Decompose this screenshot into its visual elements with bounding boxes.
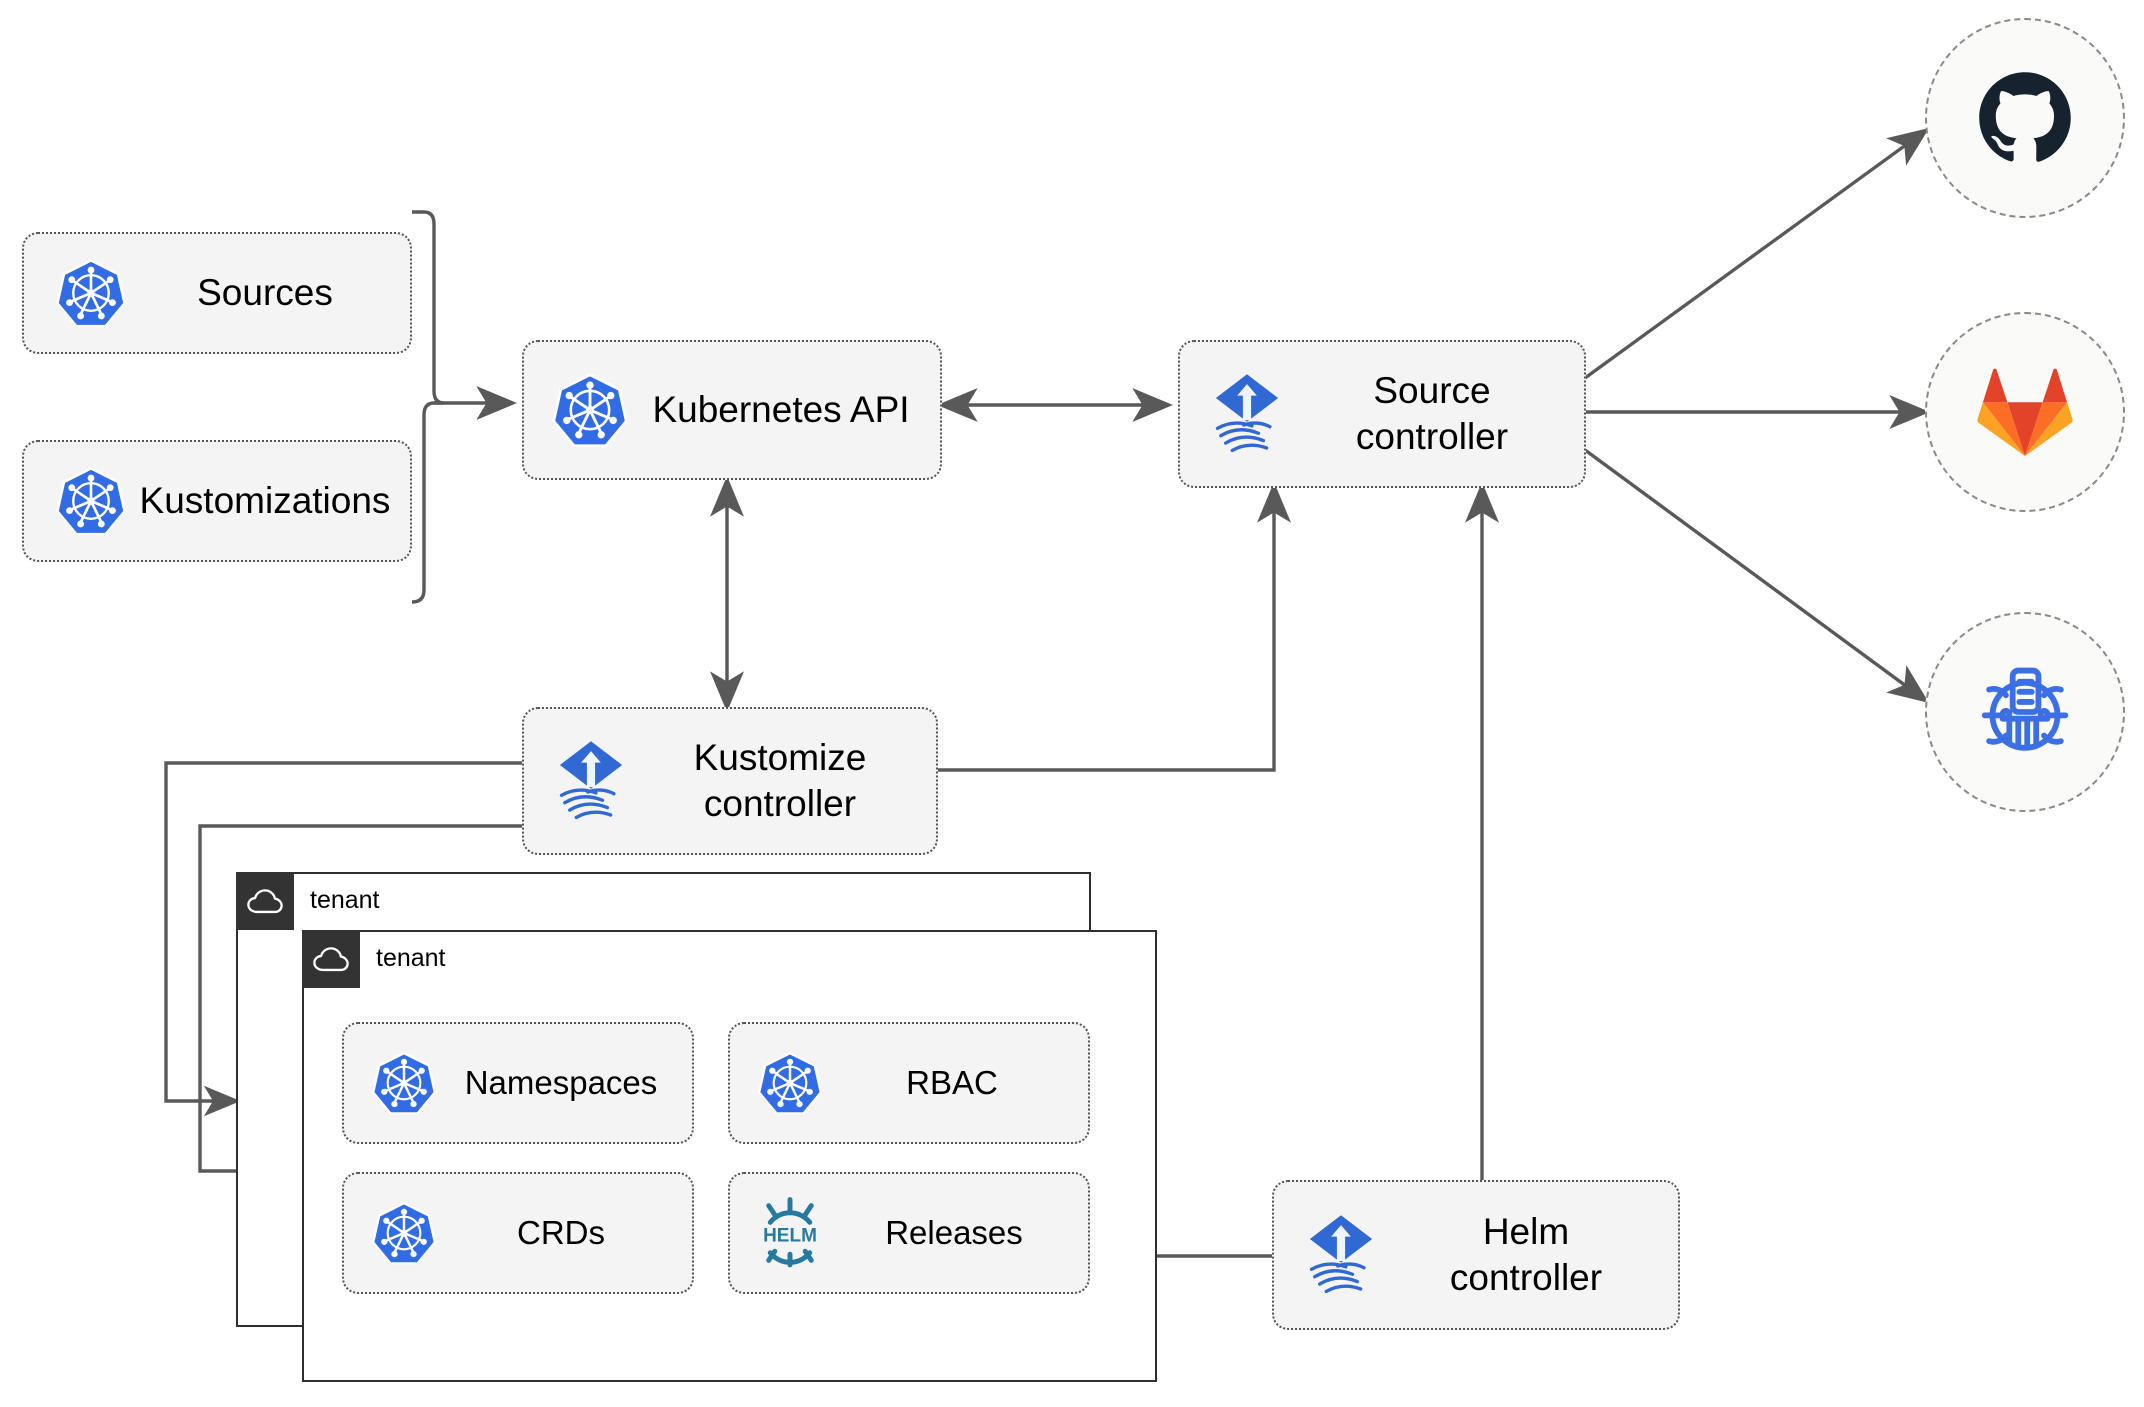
helm-wordmark: HELM bbox=[763, 1225, 817, 1246]
node-label: CRDs bbox=[517, 1214, 605, 1252]
node-label: Kubernetes API bbox=[652, 388, 910, 430]
external-source-github[interactable] bbox=[1925, 18, 2125, 218]
node-label: Namespaces bbox=[464, 1064, 658, 1102]
node-releases[interactable]: HELM Releases bbox=[728, 1172, 1090, 1294]
node-kustomizations[interactable]: Kustomizations bbox=[22, 440, 412, 562]
cloud-icon bbox=[301, 929, 360, 988]
node-helm-controller[interactable]: Helm controller bbox=[1272, 1180, 1680, 1330]
kubernetes-icon bbox=[370, 1049, 438, 1117]
flux-icon bbox=[550, 738, 632, 824]
external-source-gitlab[interactable] bbox=[1925, 312, 2125, 512]
gitlab-icon bbox=[1977, 368, 2073, 457]
cloud-icon bbox=[235, 871, 294, 930]
node-label: Kustomizations bbox=[139, 479, 391, 521]
kubernetes-icon bbox=[54, 256, 128, 330]
tenant-container-2: tenant bbox=[301, 929, 1157, 1382]
helm-icon: HELM bbox=[752, 1195, 828, 1271]
node-label: Source controller bbox=[1355, 369, 1509, 457]
kubernetes-icon bbox=[54, 464, 128, 538]
edge-sources-bracket bbox=[411, 210, 445, 604]
node-namespaces[interactable]: Namespaces bbox=[342, 1022, 694, 1144]
node-crds[interactable]: CRDs bbox=[342, 1172, 694, 1294]
node-rbac[interactable]: RBAC bbox=[728, 1022, 1090, 1144]
node-source-controller[interactable]: Source controller bbox=[1178, 340, 1586, 488]
helm-repository-icon bbox=[1981, 667, 2069, 751]
node-kubernetes-api[interactable]: Kubernetes API bbox=[522, 340, 942, 480]
edge-kustomize-to-source bbox=[938, 481, 1291, 772]
kubernetes-icon bbox=[756, 1049, 824, 1117]
tenant-label-1: tenant bbox=[310, 886, 380, 914]
tenant-label-2: tenant bbox=[376, 944, 446, 972]
node-label: Kustomize controller bbox=[693, 736, 867, 824]
flux-icon bbox=[1206, 371, 1288, 457]
external-source-bucket[interactable] bbox=[1925, 612, 2125, 812]
node-kustomize-controller[interactable]: Kustomize controller bbox=[522, 707, 938, 855]
node-label: Releases bbox=[885, 1214, 1023, 1252]
node-sources[interactable]: Sources bbox=[22, 232, 412, 354]
edge-source-to-github bbox=[1584, 128, 1930, 380]
kubernetes-icon bbox=[550, 370, 630, 450]
edge-source-to-bucket bbox=[1583, 448, 1930, 704]
node-label: RBAC bbox=[906, 1064, 998, 1102]
node-label: Helm controller bbox=[1449, 1210, 1603, 1298]
flux-icon bbox=[1300, 1212, 1382, 1298]
github-icon bbox=[1979, 72, 2071, 162]
node-label: Sources bbox=[197, 271, 333, 313]
kubernetes-icon bbox=[370, 1199, 438, 1267]
